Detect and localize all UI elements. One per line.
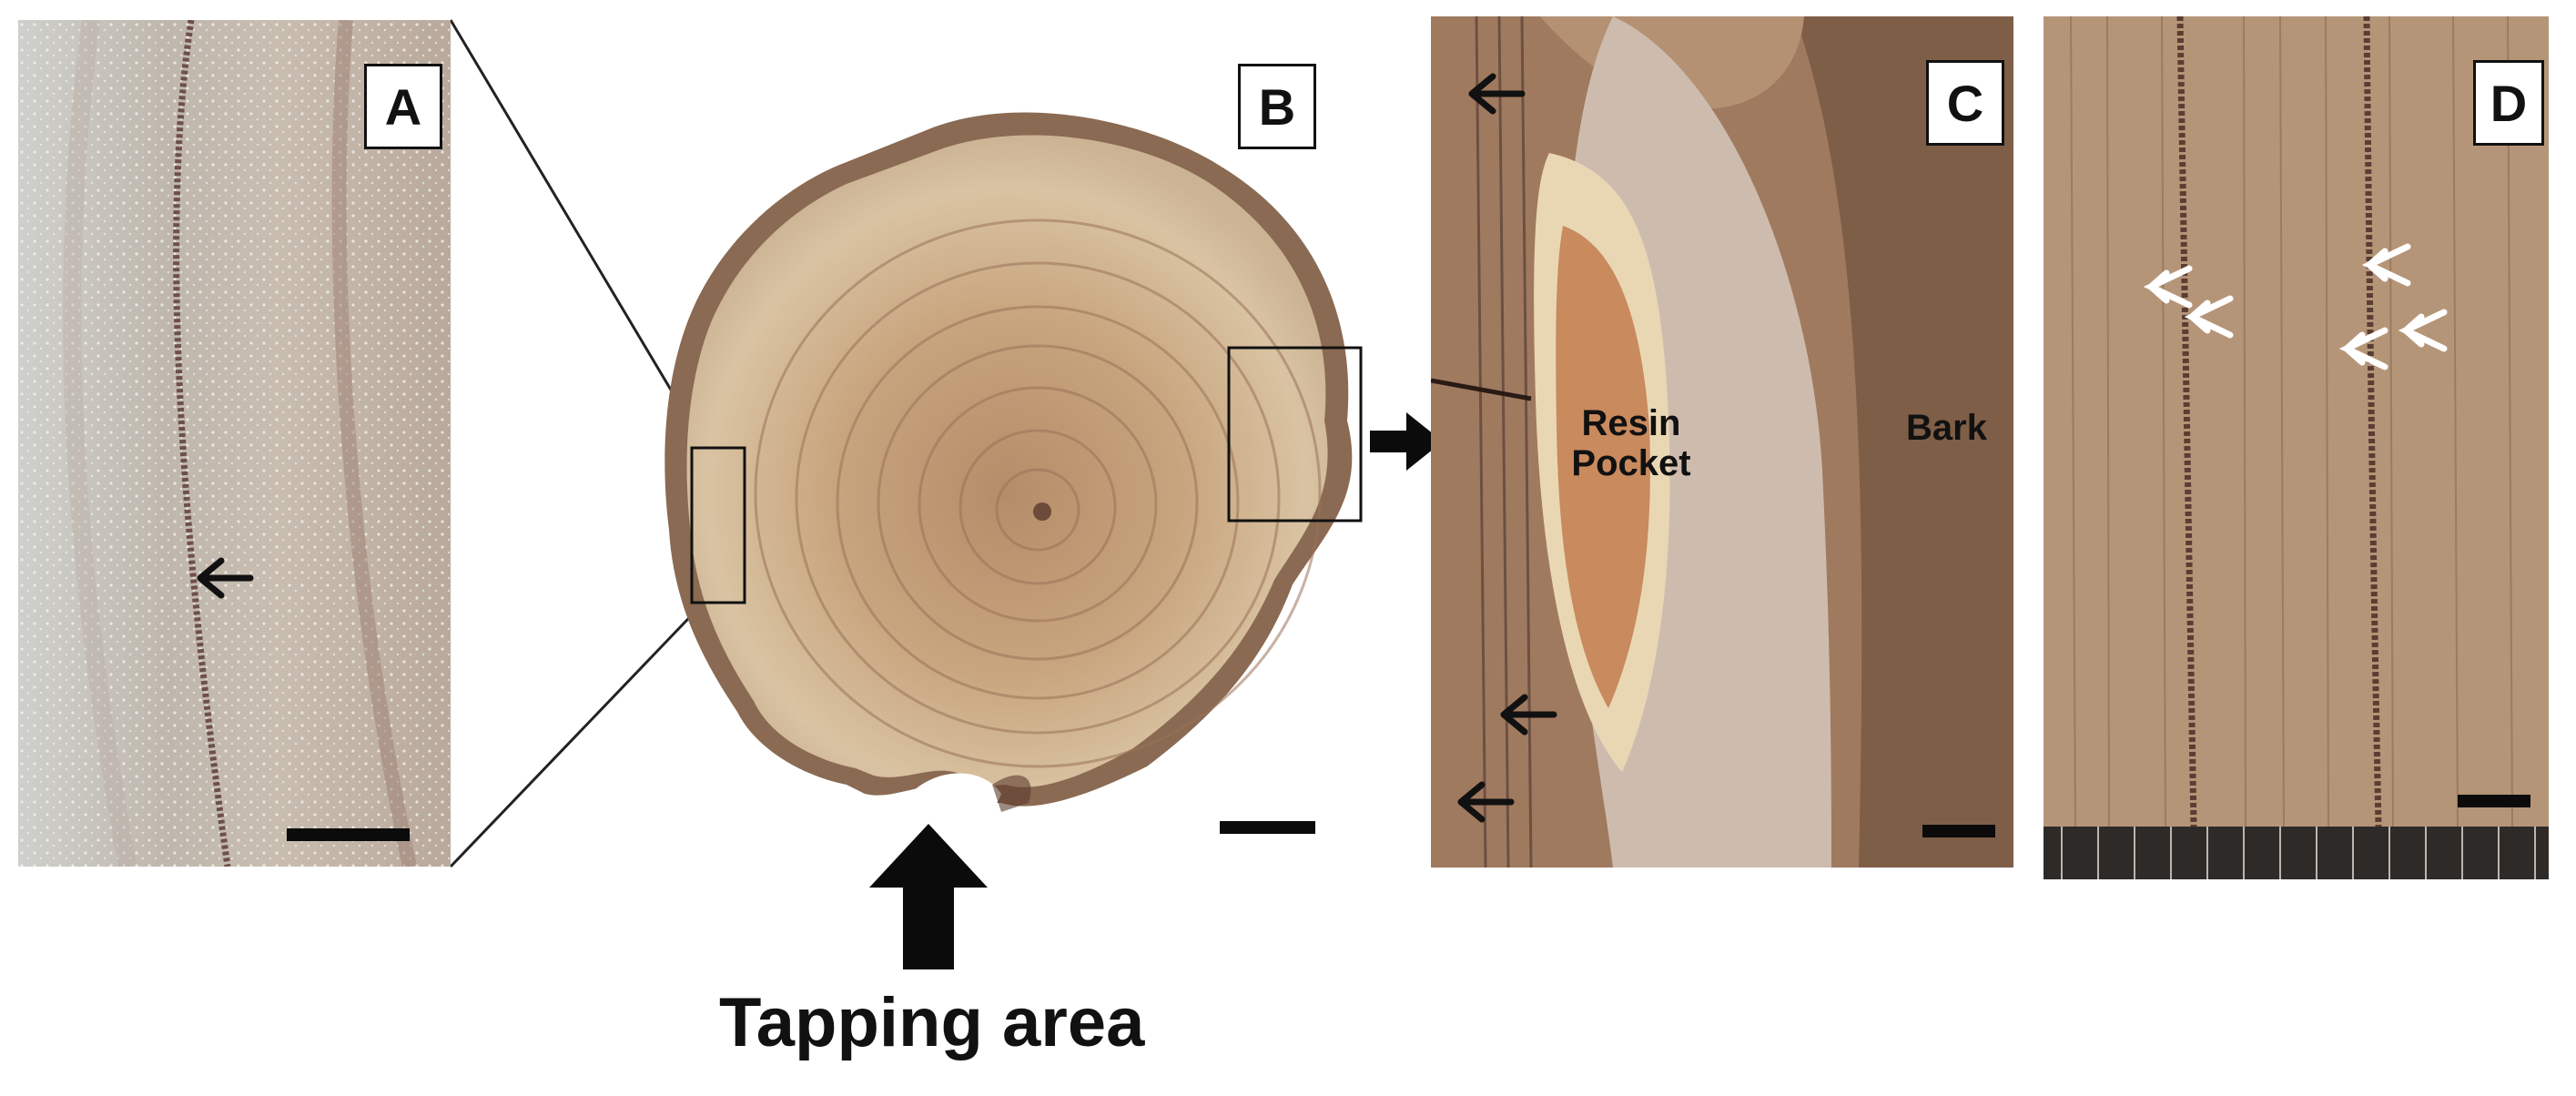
bark-label: Bark — [1906, 408, 1987, 448]
tapping-area-caption: Tapping area — [719, 984, 1145, 1061]
panel-a-scale-bar — [287, 828, 410, 841]
panel-b: B — [637, 20, 1429, 930]
panel-c-letter: C — [1926, 60, 2004, 146]
panel-d-letter: D — [2473, 60, 2544, 146]
arrow-left-icon — [197, 557, 254, 599]
zoom-connector-top — [449, 19, 707, 449]
arrow-left-icon — [1500, 694, 1557, 736]
panel-b-letter: B — [1238, 64, 1316, 149]
panel-b-image — [664, 112, 1363, 825]
arrow-right-icon — [1370, 412, 1443, 471]
resin-pocket-label: Resin Pocket — [1571, 403, 1691, 483]
zoom-connector-bottom — [449, 599, 707, 868]
panel-c-image — [1431, 16, 2013, 868]
panel-d: D — [2044, 16, 2549, 879]
chevron-left-marker-icon — [2185, 295, 2234, 339]
arrow-up-icon — [869, 824, 988, 969]
chevron-left-marker-icon — [2144, 265, 2193, 309]
chevron-left-marker-icon — [2362, 243, 2411, 287]
panel-c: C Resin Pocket Bark — [1431, 16, 2013, 868]
panel-a-letter: A — [364, 64, 442, 149]
arrow-left-icon — [1468, 73, 1526, 115]
chevron-left-marker-icon — [2399, 309, 2448, 352]
panel-d-scale-bar — [2458, 795, 2530, 807]
panel-d-image — [2044, 16, 2549, 879]
arrow-left-icon — [1457, 781, 1515, 823]
chevron-left-marker-icon — [2339, 327, 2388, 370]
panel-a: A — [18, 20, 451, 867]
panel-c-scale-bar — [1922, 825, 1995, 837]
panel-b-scale-bar — [1220, 821, 1315, 834]
panel-a-image — [18, 20, 451, 867]
